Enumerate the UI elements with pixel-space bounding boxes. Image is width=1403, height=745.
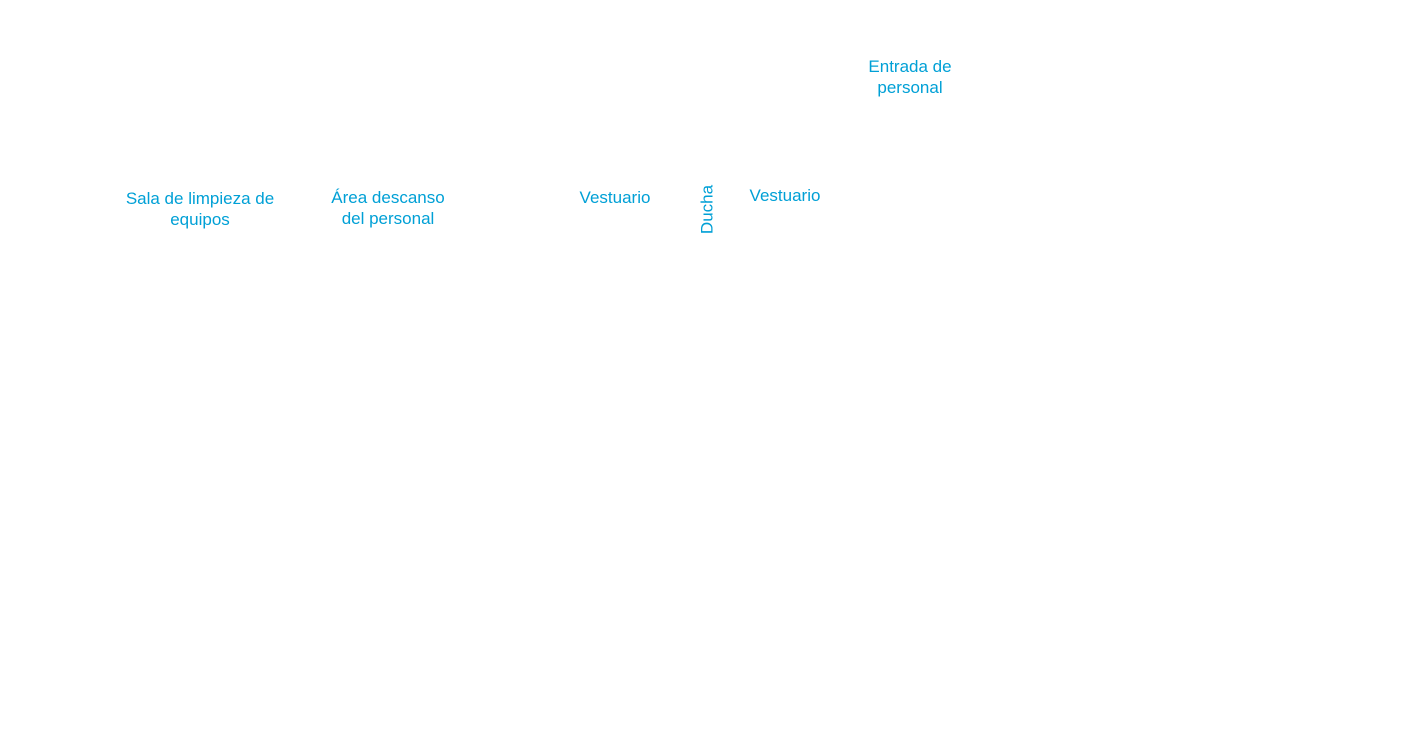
shower-label: Ducha <box>697 184 717 235</box>
staff-break-area-label: Área descanso del personal <box>331 188 445 228</box>
staff-entrance-label: Entrada de personal <box>868 57 952 97</box>
locker-room-label: Vestuario <box>579 188 651 207</box>
locker-room-label-2: Vestuario <box>749 186 821 205</box>
equipment-cleaning-room-label: Sala de limpieza de equipos <box>125 189 275 229</box>
